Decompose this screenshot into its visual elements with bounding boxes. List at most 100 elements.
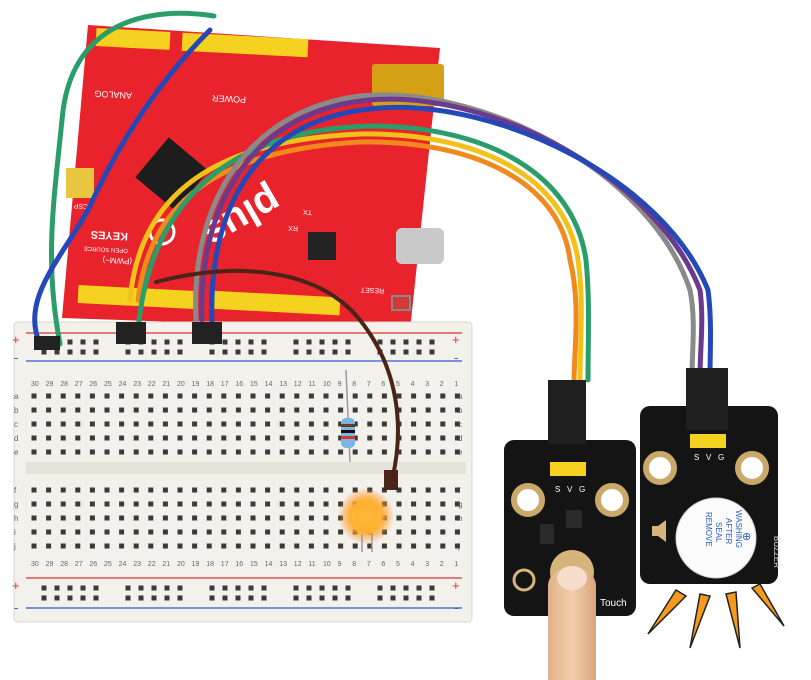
- hole: [89, 529, 95, 535]
- buzzer-connector: [686, 368, 728, 430]
- hole: [381, 543, 387, 549]
- rail-hole: [293, 349, 299, 355]
- hole: [60, 487, 66, 493]
- hole: [235, 515, 241, 521]
- rail-hole: [306, 349, 312, 355]
- hole: [162, 449, 168, 455]
- sticker-line-1: REMOVE: [704, 512, 713, 547]
- rail-hole: [319, 585, 325, 591]
- column-number: 27: [75, 381, 83, 388]
- rail-hole: [319, 349, 325, 355]
- hole: [162, 407, 168, 413]
- column-number: 11: [308, 561, 315, 568]
- column-number: 17: [221, 381, 229, 388]
- hole: [381, 393, 387, 399]
- hole: [119, 393, 125, 399]
- rail-hole: [345, 595, 351, 601]
- buzzer-pin-s: S: [694, 453, 699, 462]
- hole: [323, 501, 329, 507]
- rail-hole: [332, 339, 338, 345]
- hole: [192, 407, 198, 413]
- hole: [75, 515, 81, 521]
- hole: [294, 449, 300, 455]
- hole: [367, 543, 373, 549]
- hole: [60, 529, 66, 535]
- column-number: 21: [162, 561, 170, 568]
- sticker-line-4: WASHING: [734, 510, 743, 548]
- rail-hole: [209, 349, 215, 355]
- hole: [425, 501, 431, 507]
- hole: [192, 393, 198, 399]
- column-number: 29: [46, 381, 54, 388]
- hole: [192, 515, 198, 521]
- row-letter: g: [14, 500, 18, 509]
- hole: [323, 435, 329, 441]
- hole: [308, 435, 314, 441]
- hole: [119, 435, 125, 441]
- hole: [75, 421, 81, 427]
- row-letter: h: [458, 514, 462, 523]
- hole: [31, 421, 37, 427]
- reset-button: [391, 295, 411, 311]
- hole: [148, 449, 154, 455]
- hole: [221, 501, 227, 507]
- rail-hole: [416, 349, 422, 355]
- hole: [338, 393, 344, 399]
- hole: [60, 449, 66, 455]
- hole: [440, 543, 446, 549]
- hole: [265, 393, 271, 399]
- hole: [352, 435, 358, 441]
- column-number: 5: [396, 381, 400, 388]
- row-letter: d: [458, 434, 462, 443]
- column-number: 24: [119, 381, 127, 388]
- terminal-holes-bottom: [31, 487, 460, 549]
- hole: [279, 515, 285, 521]
- rail-hole: [125, 585, 131, 591]
- hole: [250, 529, 256, 535]
- rail-hole: [151, 349, 157, 355]
- hole: [60, 435, 66, 441]
- hole: [250, 393, 256, 399]
- rail-hole: [67, 595, 73, 601]
- hole: [440, 421, 446, 427]
- hole: [294, 435, 300, 441]
- hole: [119, 515, 125, 521]
- hole: [396, 515, 402, 521]
- hole: [104, 449, 110, 455]
- usb-port: [396, 228, 444, 264]
- hole: [308, 515, 314, 521]
- hole: [367, 449, 373, 455]
- hole: [338, 449, 344, 455]
- hole: [119, 543, 125, 549]
- hole: [352, 407, 358, 413]
- hole: [294, 529, 300, 535]
- rail-hole: [93, 349, 99, 355]
- hole: [425, 393, 431, 399]
- hole: [162, 543, 168, 549]
- hole: [206, 393, 212, 399]
- hole: [148, 529, 154, 535]
- hole: [425, 435, 431, 441]
- hole: [46, 449, 52, 455]
- rail-hole: [80, 349, 86, 355]
- rail-hole: [403, 339, 409, 345]
- rail-hole: [306, 585, 312, 591]
- hole: [294, 407, 300, 413]
- hole: [148, 435, 154, 441]
- hole: [411, 543, 417, 549]
- hole: [381, 407, 387, 413]
- hole: [206, 449, 212, 455]
- hole: [352, 487, 358, 493]
- hole: [279, 501, 285, 507]
- sticker-line-3: AFTER: [724, 518, 733, 544]
- hole: [75, 529, 81, 535]
- rail-hole: [429, 585, 435, 591]
- hole: [89, 435, 95, 441]
- row-letter: c: [458, 420, 462, 429]
- hole: [60, 421, 66, 427]
- hole: [31, 501, 37, 507]
- row-letter: d: [14, 434, 18, 443]
- plus-icon: ⊕: [742, 531, 751, 543]
- rail-hole: [67, 349, 73, 355]
- hole: [192, 421, 198, 427]
